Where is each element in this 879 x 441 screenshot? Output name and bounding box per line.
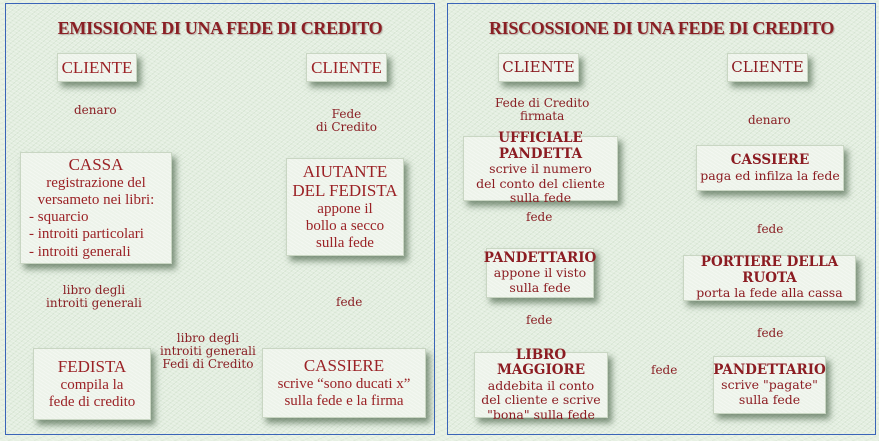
emission-title: EMISSIONE DI UNA FEDE DI CREDITO [57,18,383,38]
node-head: PANDETTARIO [713,361,826,378]
edge-label-libro-fedi: libro degli introiti generali Fedi di Cr… [160,331,256,372]
edge-label-denaro-right: denaro [748,113,791,127]
node-libro-maggiore: LIBRO MAGGIORE addebita il conto del cli… [474,347,608,422]
label-line: firmata [520,109,565,124]
node-line: scrive il numero [489,161,592,177]
label-line: introiti generali [160,344,256,359]
label-line: denaro [74,103,117,117]
node-head: DEL FEDISTA [292,181,398,201]
node-line: scrive "pagate" [721,377,818,393]
node-ufficiale-pandetta: UFFICIALE PANDETTA scrive il numero del … [463,131,618,205]
node-line: appone il [317,200,373,217]
label-line: fede [526,210,553,224]
label-line: fede [757,222,784,236]
edge-label-libro-introiti: libro degli introiti generali [46,283,142,311]
node-line: addebita il conto [487,377,595,393]
node-line: scrive “sono ducati x” [277,375,411,392]
node-line: del conto del cliente [476,175,605,191]
node-line: fede di credito [48,393,136,410]
list-item: - introiti generali [29,243,131,260]
edge-label-fede: fede [336,295,363,309]
label-line: Fedi di Credito [162,357,254,372]
edge-label-fede-3: fede [651,363,678,377]
edge-label-fede-firmata: Fede di Credito firmata [495,96,590,124]
edge-label-denaro: denaro [74,103,117,117]
label-line: libro degli [62,283,126,297]
node-head: FEDISTA [57,356,127,376]
node-head: UFFICIALE PANDETTA [498,130,583,162]
node-line: sulla fede e la firma [284,392,404,409]
node-line: versameto nei libri: [37,191,155,208]
node-line: sulla fede [509,279,571,295]
label-line: fede [336,295,363,309]
node-cliente-end-left: CLIENTE [306,53,387,82]
label-line: di Credito [316,120,377,135]
node-head: CASSIERE [730,152,810,169]
node-portiere-ruota: PORTIERE DELLA RUOTA porta la fede alla … [683,255,856,301]
node-pandettario-visto: PANDETTARIO appone il visto sulla fede [483,248,597,298]
node-cassiere-right: CASSIERE paga ed infilza la fede [696,145,844,191]
node-head: CASSIERE [303,355,385,375]
collection-title: RISCOSSIONE DI UNA FEDE DI CREDITO [488,18,835,38]
label-line: libro degli [176,331,240,345]
node-head: CLIENTE [61,57,133,77]
label-line: Fede [331,107,362,121]
node-line: porta la fede alla cassa [696,285,843,301]
node-head: LIBRO MAGGIORE [496,346,586,379]
node-line: bollo a secco [305,217,385,234]
node-head: CLIENTE [731,57,804,76]
edge-label-fede-4: fede [757,326,784,340]
node-cliente-end-right: CLIENTE [727,53,808,82]
edge-label-fede-2: fede [526,313,553,327]
label-line: introiti generali [46,296,142,311]
node-line: paga ed infilza la fede [700,167,840,183]
node-line: sulla fede [316,235,374,252]
node-line: "bona" sulla fede [487,406,595,422]
node-head: AIUTANTE [302,161,388,181]
edge-label-fede-1: fede [526,210,553,224]
node-head: CLIENTE [502,57,575,76]
node-cassiere-left: CASSIERE scrive “sono ducati x” sulla fe… [262,348,426,418]
node-line: appone il visto [493,265,587,281]
node-line: del cliente e scrive [481,392,601,408]
node-line: sulla fede [509,190,572,206]
label-line: denaro [748,113,791,127]
node-cliente-start-left: CLIENTE [57,53,137,82]
list-item: - squarcio [29,209,89,226]
label-line: fede [651,363,678,377]
node-head: PANDETTARIO [483,249,597,266]
node-head: CASSA [68,155,124,175]
label-line: fede [757,326,784,340]
list-item: - introiti particolari [29,226,144,243]
node-head: PORTIERE DELLA RUOTA [700,254,839,286]
edge-label-fede-5: fede [757,222,784,236]
node-aiutante: AIUTANTE DEL FEDISTA appone il bollo a s… [286,158,404,256]
label-line: fede [526,313,553,327]
node-line: registrazione del [46,174,146,191]
node-line: compila la [60,376,124,393]
node-pandettario-pagate: PANDETTARIO scrive "pagate" sulla fede [713,356,826,414]
node-head: CLIENTE [311,57,382,77]
node-line: sulla fede [738,391,801,407]
label-line: Fede di Credito [495,96,590,110]
node-fedista: FEDISTA compila la fede di credito [33,348,151,420]
edge-label-fede-di-credito: Fede di Credito [316,107,377,135]
node-cassa: CASSA registrazione del versameto nei li… [20,152,172,264]
node-cliente-start-right: CLIENTE [498,53,579,82]
